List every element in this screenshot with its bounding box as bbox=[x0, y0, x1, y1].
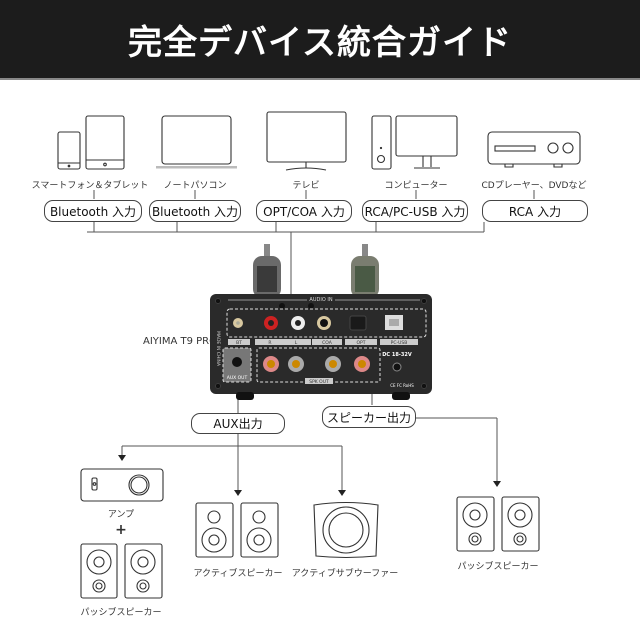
vacuum-tube-right bbox=[351, 244, 379, 298]
aux-out-label: AUX OUT bbox=[227, 375, 248, 381]
page-title: 完全デバイス統合ガイド bbox=[128, 22, 512, 63]
bt-port-label: BT bbox=[236, 340, 242, 346]
header-banner: 完全デバイス統合ガイド bbox=[0, 0, 640, 80]
aux-output-pill: AUX出力 bbox=[191, 413, 285, 434]
source-device-icons bbox=[57, 111, 581, 171]
device-label-computer: コンピューター bbox=[384, 181, 448, 191]
input-pill-rca: RCA 入力 bbox=[482, 200, 588, 222]
cd-player-icon bbox=[487, 131, 581, 168]
device-label-phone-tablet: スマートフォン＆タブレット bbox=[31, 181, 149, 191]
amplifier-model-label: AIYIMA T9 PRO bbox=[143, 336, 217, 347]
r-port-label: R bbox=[268, 340, 271, 346]
audio-in-label: AUDIO IN bbox=[309, 297, 332, 303]
plus-sign: + bbox=[115, 522, 127, 538]
passive-speaker-left-icon bbox=[80, 543, 163, 599]
input-pill-bluetooth-1: Bluetooth 入力 bbox=[44, 200, 142, 222]
amplifier-icon bbox=[80, 468, 164, 502]
input-pill-bluetooth-2: Bluetooth 入力 bbox=[149, 200, 241, 222]
spk-out-label: SPK OUT bbox=[309, 379, 329, 385]
device-label-tv: テレビ bbox=[292, 181, 320, 191]
input-pill-rca-pcusb: RCA/PC-USB 入力 bbox=[362, 200, 468, 222]
made-in-label: MADE IN CHINA bbox=[215, 331, 221, 367]
active-speaker-icon bbox=[195, 502, 279, 558]
opt-port-label: OPT bbox=[356, 340, 365, 346]
device-label-cd-player: CDプレーヤー、DVDなど bbox=[481, 181, 587, 191]
active-speaker-label: アクティブスピーカー bbox=[193, 569, 283, 579]
device-label-laptop: ノートパソコン bbox=[163, 181, 227, 191]
dc-label: DC 18-32V bbox=[382, 352, 412, 358]
phone-tablet-icon bbox=[57, 115, 125, 170]
vacuum-tube-left bbox=[253, 244, 281, 298]
active-subwoofer-icon bbox=[313, 501, 379, 559]
coa-port-label: COA bbox=[322, 340, 333, 346]
active-subwoofer-label: アクティブサブウーファー bbox=[291, 569, 399, 579]
passive-speaker-right-icon bbox=[456, 496, 540, 552]
amp-label: アンプ bbox=[107, 510, 135, 520]
pcusb-port-label: PC-USB bbox=[391, 340, 408, 346]
tv-icon bbox=[266, 111, 347, 171]
laptop-icon bbox=[156, 115, 237, 169]
cert-label: CE FC RoHS bbox=[390, 383, 414, 388]
passive-speaker-right-label: パッシブスピーカー bbox=[457, 562, 539, 572]
passive-speaker-left-label: パッシブスピーカー bbox=[80, 608, 162, 618]
desktop-computer-icon bbox=[371, 115, 458, 170]
speaker-output-pill: スピーカー出力 bbox=[322, 406, 416, 428]
l-port-label: L bbox=[295, 340, 298, 346]
input-pill-opt-coa: OPT/COA 入力 bbox=[256, 200, 352, 222]
